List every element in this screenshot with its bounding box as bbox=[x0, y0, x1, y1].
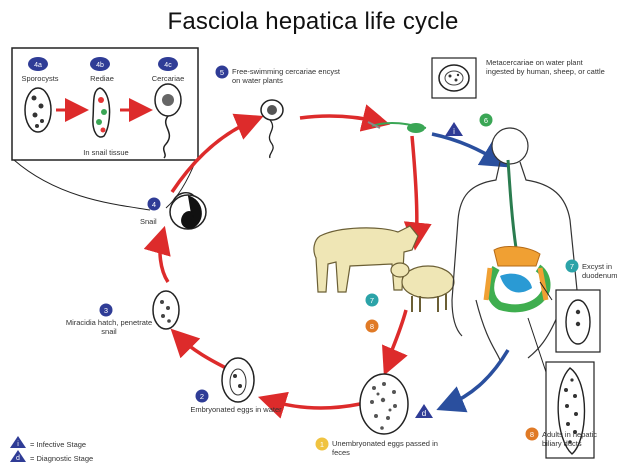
svg-text:1: 1 bbox=[320, 440, 324, 449]
badge-step-8: 8 bbox=[526, 428, 539, 441]
legend-infective-icon: i bbox=[10, 436, 26, 448]
badge-step-1: 1 bbox=[316, 438, 329, 451]
badge-step-4: 4 bbox=[148, 198, 161, 211]
inset-connector-left bbox=[14, 160, 150, 210]
svg-text:6: 6 bbox=[484, 116, 488, 125]
svg-text:i: i bbox=[453, 127, 455, 136]
label-step-3: Miracidia hatch, penetrate snail bbox=[64, 318, 154, 336]
sporocyst-figure bbox=[25, 88, 51, 132]
cycle-arrow-head-down bbox=[388, 352, 394, 366]
label-step-4: Snail bbox=[140, 217, 180, 226]
svg-text:d: d bbox=[422, 409, 426, 418]
infective-mark-metacercaria: i bbox=[445, 122, 463, 136]
label-step-5: Free-swimming cercariae encyst on water … bbox=[232, 67, 344, 85]
miracidium-figure bbox=[153, 291, 179, 329]
svg-text:4c: 4c bbox=[164, 62, 172, 69]
free-cercaria-figure bbox=[261, 100, 283, 158]
label-cercariae: Cercariae bbox=[146, 74, 190, 83]
svg-text:3: 3 bbox=[104, 306, 108, 315]
adult-connector bbox=[528, 318, 546, 372]
inset-badge-4c: 4c bbox=[158, 57, 178, 71]
svg-text:4b: 4b bbox=[96, 62, 104, 69]
badge-step-7-animal: 7 bbox=[366, 294, 379, 307]
inset-badge-4b: 4b bbox=[90, 57, 110, 71]
svg-text:2: 2 bbox=[200, 392, 204, 401]
svg-text:7: 7 bbox=[570, 262, 574, 271]
inset-badge-4a: 4a bbox=[28, 57, 48, 71]
water-plant-figure bbox=[368, 122, 426, 133]
label-step-1: Unembryonated eggs passed in feces bbox=[332, 439, 442, 457]
label-step-7: Excyst in duodenum bbox=[582, 262, 626, 280]
legend-infective-label: = Infective Stage bbox=[30, 440, 150, 449]
unembryonated-egg-figure bbox=[360, 374, 408, 434]
cycle-arrow-cercariae-to-plant bbox=[300, 116, 380, 122]
cycle-arrow-hosts-to-eggs bbox=[392, 310, 406, 350]
redia-figure bbox=[93, 88, 110, 137]
badge-step-3: 3 bbox=[100, 304, 113, 317]
badge-step-5: 5 bbox=[216, 66, 229, 79]
label-rediae: Rediae bbox=[80, 74, 124, 83]
badge-step-8-animal: 8 bbox=[366, 320, 379, 333]
cycle-arrow-plant-to-hosts bbox=[412, 136, 417, 240]
label-step-2: Embryonated eggs in water bbox=[176, 405, 296, 414]
svg-text:d: d bbox=[16, 455, 20, 462]
label-step-8: Adults in hepatic biliary ducts bbox=[542, 430, 612, 448]
diagnostic-mark-egg: d bbox=[415, 404, 433, 418]
human-arrow-ingestion bbox=[432, 134, 500, 162]
badge-step-7: 7 bbox=[566, 260, 579, 273]
cycle-arrow-miracidia-to-snail bbox=[160, 236, 168, 282]
cycle-arrow-egg-to-miracidia bbox=[178, 336, 230, 370]
svg-text:4: 4 bbox=[152, 200, 156, 209]
svg-text:8: 8 bbox=[370, 322, 374, 331]
svg-text:8: 8 bbox=[530, 430, 534, 439]
svg-text:5: 5 bbox=[220, 68, 224, 77]
embryonated-egg-figure bbox=[222, 358, 254, 402]
badge-step-2: 2 bbox=[196, 390, 209, 403]
label-in-snail-tissue: In snail tissue bbox=[66, 148, 146, 157]
legend-diagnostic-icon: d bbox=[10, 450, 26, 462]
svg-text:4a: 4a bbox=[34, 62, 42, 69]
metacercaria-figure bbox=[439, 65, 469, 91]
svg-text:7: 7 bbox=[370, 296, 374, 305]
label-step-6: Metacercariae on water plant ingested by… bbox=[486, 58, 606, 76]
badge-step-6: 6 bbox=[480, 114, 493, 127]
juvenile-fluke-figure bbox=[566, 300, 590, 344]
label-sporocysts: Sporocysts bbox=[18, 74, 62, 83]
legend-diagnostic-label: = Diagnostic Stage bbox=[30, 454, 150, 463]
